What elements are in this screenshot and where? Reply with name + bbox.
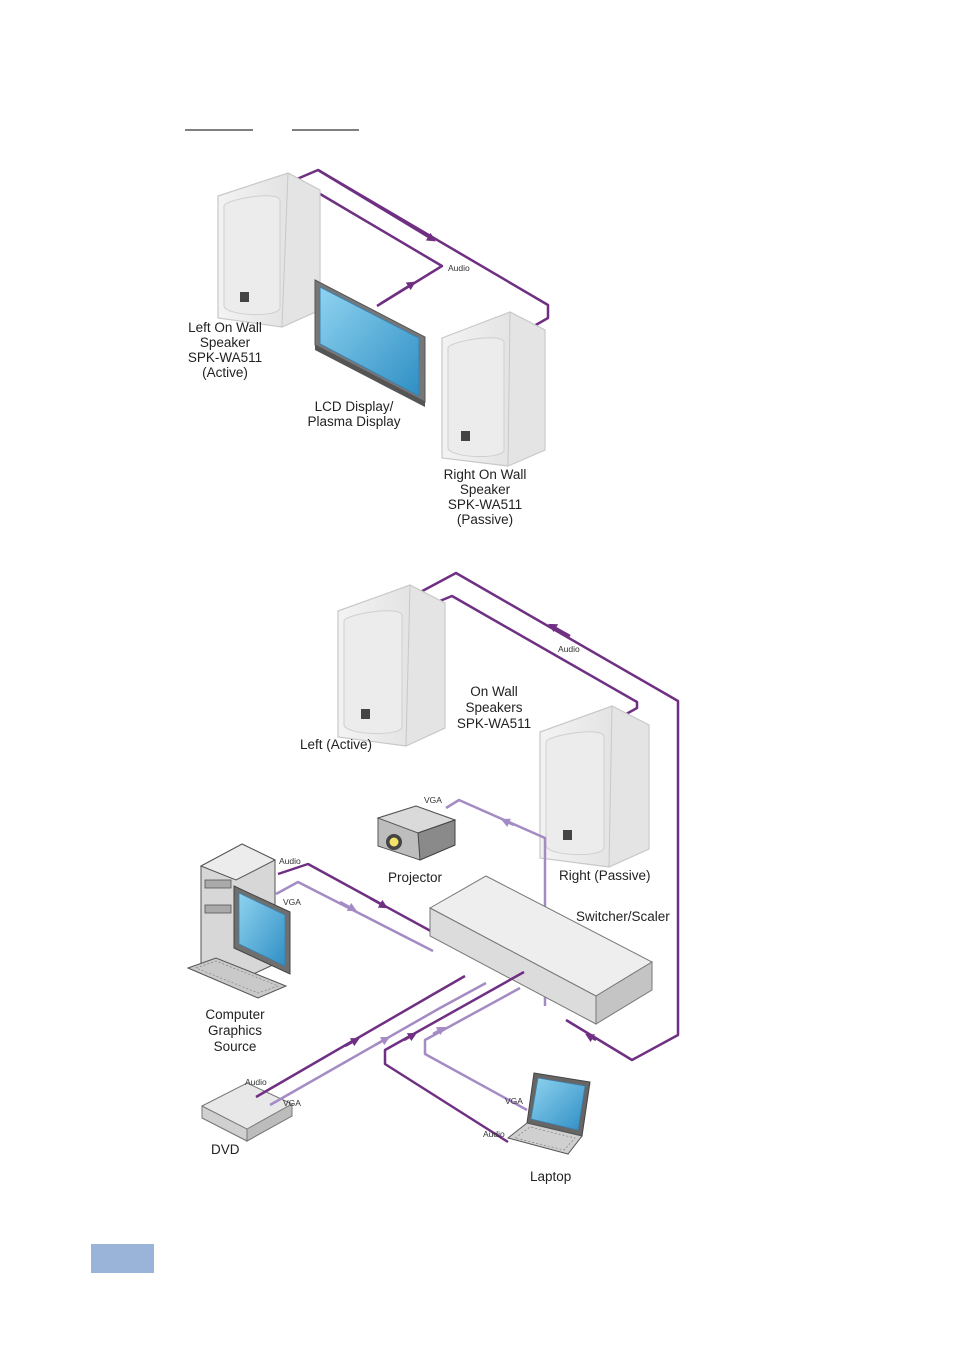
label-line: SPK-WA511 xyxy=(457,716,531,731)
computer-vga-label: VGA xyxy=(283,897,301,907)
label-line: Speaker xyxy=(200,335,251,350)
top-left-speaker xyxy=(218,173,320,327)
projector-label: Projector xyxy=(388,870,443,885)
computer-label: Computer Graphics Source xyxy=(205,1007,265,1054)
label-line: LCD Display/ xyxy=(315,399,394,414)
laptop-label: Laptop xyxy=(530,1169,571,1184)
projector-vga-label: VGA xyxy=(424,795,442,805)
dvd-label: DVD xyxy=(211,1142,240,1157)
laptop xyxy=(508,1073,590,1154)
dvd-vga-label: VGA xyxy=(283,1098,301,1108)
page-number-tab xyxy=(91,1244,154,1273)
label-line: Left On Wall xyxy=(188,320,262,335)
lcd-display xyxy=(315,280,425,407)
laptop-audio-label: Audio xyxy=(483,1129,505,1139)
label-line: Source xyxy=(214,1039,257,1054)
speaker-audio-label: Audio xyxy=(558,644,580,654)
label-line: Plasma Display xyxy=(307,414,400,429)
laptop-vga-label: VGA xyxy=(505,1096,523,1106)
label-line: (Active) xyxy=(202,365,248,380)
label-line: Computer xyxy=(205,1007,265,1022)
computer-audio-label: Audio xyxy=(279,856,301,866)
bottom-left-speaker xyxy=(338,585,445,746)
label-line: (Passive) xyxy=(457,512,513,527)
label-line: On Wall xyxy=(470,684,518,699)
top-right-speaker-label: Right On Wall Speaker SPK-WA511 (Passive… xyxy=(444,467,527,527)
label-line: Speaker xyxy=(460,482,511,497)
dvd-cables xyxy=(256,976,486,1105)
display-label: LCD Display/ Plasma Display xyxy=(307,399,400,429)
top-right-speaker xyxy=(442,312,545,466)
speakers-title: On Wall Speakers SPK-WA511 xyxy=(457,684,531,731)
right-passive-label: Right (Passive) xyxy=(559,868,651,883)
label-line: Graphics xyxy=(208,1023,262,1038)
computer-graphics-source xyxy=(188,844,290,998)
top-audio-label: Audio xyxy=(448,263,470,273)
dvd-audio-label: Audio xyxy=(245,1077,267,1087)
switcher-label: Switcher/Scaler xyxy=(576,909,670,924)
label-line: SPK-WA511 xyxy=(448,497,522,512)
projector xyxy=(378,806,455,860)
label-line: Right On Wall xyxy=(444,467,527,482)
top-left-speaker-label: Left On Wall Speaker SPK-WA511 (Active) xyxy=(188,320,262,380)
left-active-label: Left (Active) xyxy=(300,737,372,752)
label-line: SPK-WA511 xyxy=(188,350,262,365)
laptop-cables xyxy=(385,972,527,1142)
bottom-right-speaker xyxy=(540,706,649,867)
dvd-player xyxy=(202,1083,292,1141)
switcher-scaler xyxy=(430,876,652,1024)
label-line: Speakers xyxy=(465,700,522,715)
